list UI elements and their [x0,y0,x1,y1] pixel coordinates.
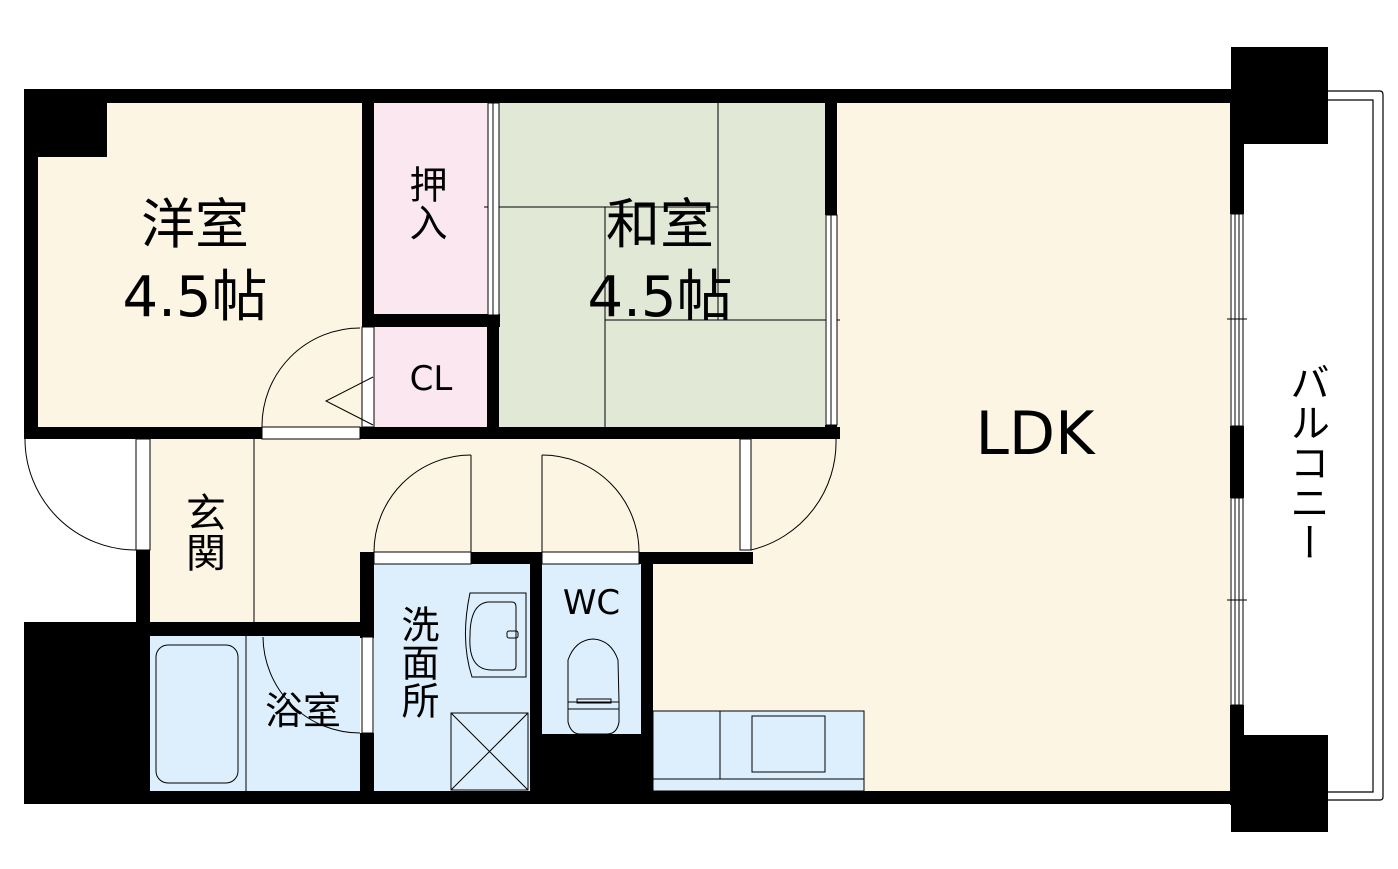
bathtub [155,636,247,791]
pillar-top-right [1231,47,1328,144]
ldk-label: LDK [975,399,1095,469]
wall-entrance-left [136,550,150,636]
pillar-bottom-right [1231,735,1328,832]
wall-bottom [24,791,1234,804]
wall-bath-right-lower [360,733,374,793]
cl-door [324,326,375,428]
wc-door [541,454,640,565]
balcony-railing [1328,90,1384,801]
wall-wash-top [360,552,374,564]
wall-top [24,89,1234,103]
wall-left [24,89,38,439]
oshiire-sliding-door [487,102,500,316]
wall-right-mid [1230,426,1244,498]
bathroom-door [262,636,374,734]
wall-wash-top-mid [471,552,543,564]
ldk-room [837,103,1230,791]
washing-machine-pan [450,712,529,791]
toilet-fixture [567,638,620,735]
entrance-door [24,438,151,551]
entrance-label: 玄関 [179,492,225,572]
wall-cl-right [487,314,499,439]
washbasin [465,592,527,678]
tatami-lines [484,103,840,427]
western-room-door [261,327,361,440]
bathroom-label: 浴室 [264,689,341,733]
kitchen-counter [653,711,864,791]
wall-wash-wc-divider [530,552,542,792]
wall-western-right [362,103,374,327]
oshiire-label: 押入 [403,165,447,241]
japanese-room [499,103,825,427]
western-room [38,103,362,427]
wall-oshiire-bottom [362,314,500,327]
washroom-door [373,454,472,565]
entrance [150,439,360,623]
japanese-ldk-sliding-door [825,214,838,426]
wall-wc-top-right [639,552,753,564]
wall-western-bottom-right [360,427,840,439]
cl-label: CL [409,359,453,399]
washroom-label: 洗面所 [395,605,439,719]
wall-western-bottom [24,427,262,439]
western-room-size: 4.5帖 [122,265,268,330]
balcony-windows [1227,213,1247,706]
wall-japanese-right-top [825,103,837,215]
toilet-room [542,564,641,734]
japanese-room-size: 4.5帖 [587,265,733,330]
western-room-name: 洋室 [141,193,249,256]
bathroom [150,636,360,791]
cl-closet [374,327,488,427]
japanese-room-name: 和室 [606,193,714,256]
toilet-label: WC [562,583,621,623]
wall-entrance-bottom [136,622,374,636]
oshiire-closet [374,103,488,315]
wall-wc-bottom [530,734,653,792]
balcony-label: バルコニー [1283,362,1329,562]
wall-bath-right [360,552,374,638]
wall-pillar-topleft [24,89,107,157]
kitchen-counter-fixture [652,710,865,792]
wall-bath-block [24,622,150,802]
wall-japanese-right-bottom [825,425,837,439]
ldk-door [739,438,837,551]
wall-wc-right [641,552,653,792]
